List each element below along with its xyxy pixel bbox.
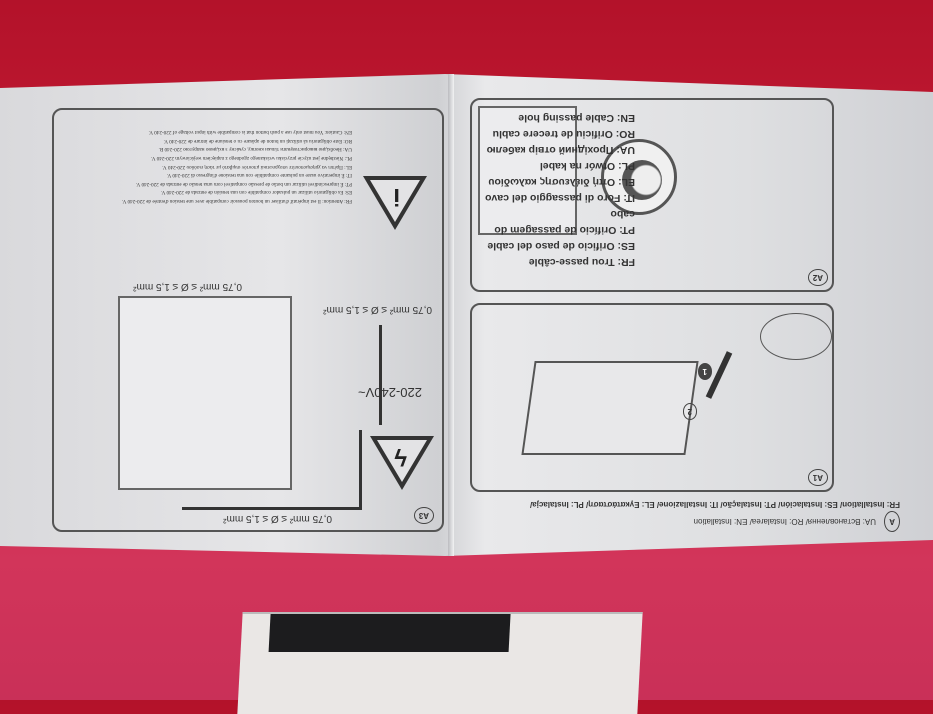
section-label: A bbox=[884, 511, 900, 532]
wire-spec-label: 0,75 mm² ≤ Ø ≤ 1,5 mm² bbox=[223, 513, 332, 524]
step-badge: 2 bbox=[682, 403, 697, 420]
panel-label: A2 bbox=[807, 269, 828, 286]
panel-a3-wiring: A3 ϟ 220-240V~ 0,75 mm² ≤ Ø ≤ 1,5 mm² 0,… bbox=[52, 108, 444, 532]
paper-fold bbox=[448, 74, 454, 556]
section-header: A UA: Встановлення/ RO: Instalarea/ EN: … bbox=[480, 498, 900, 532]
high-voltage-warning-icon: ϟ bbox=[370, 436, 434, 490]
panel-label: A1 bbox=[807, 469, 828, 486]
panel-label: A3 bbox=[413, 507, 434, 524]
voltage-label: 220-240V~ bbox=[358, 385, 422, 400]
door-chime-device bbox=[237, 612, 643, 714]
warning-text: FR: Attention: Il est impératif d'utilis… bbox=[121, 129, 352, 204]
wire-spec-label: 0,75 mm² ≤ Ø ≤ 1,5 mm² bbox=[323, 304, 432, 315]
info-warning-icon: i bbox=[363, 176, 427, 230]
chime-base-plate bbox=[118, 296, 292, 490]
panel-a1-open-cover: A1 1 2 bbox=[470, 303, 834, 492]
detail-magnifier bbox=[760, 313, 832, 360]
cable-hole-captions: FR: Trou passe-câble ES: Orificio de pas… bbox=[485, 112, 635, 268]
step-badge: 1 bbox=[697, 363, 712, 380]
chime-cover-illustration bbox=[521, 361, 699, 455]
wire-spec-label: 0,75 mm² ≤ Ø ≤ 1,5 mm² bbox=[133, 281, 242, 292]
